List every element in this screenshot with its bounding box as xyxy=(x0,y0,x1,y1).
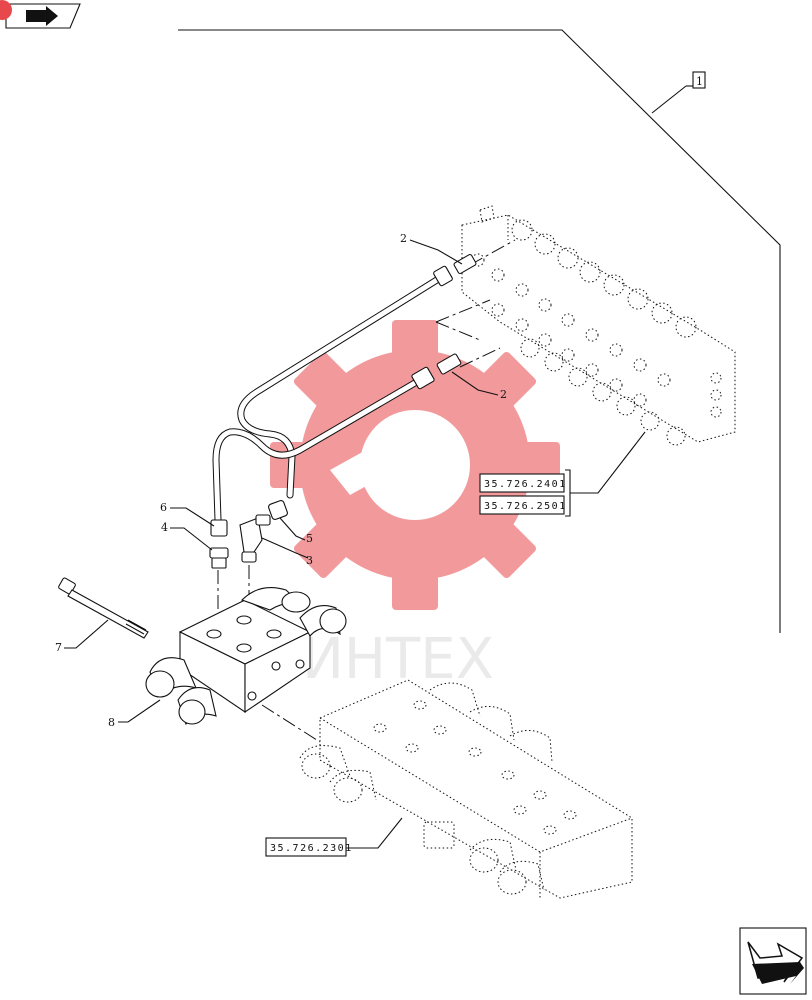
centerline-upper xyxy=(469,239,516,266)
valve-spool-caps xyxy=(511,219,697,338)
next-page-arrow-icon[interactable] xyxy=(739,927,807,995)
reference-code-2301[interactable]: 35.726.2301 xyxy=(270,843,353,854)
callout-8: 8 xyxy=(108,716,115,729)
callout-4: 4 xyxy=(161,521,168,534)
gear-wrench-icon xyxy=(270,320,560,610)
reference-box-2401[interactable]: 35.726.2401 xyxy=(479,473,567,493)
callout-2-lower: 2 xyxy=(500,388,507,401)
callout-7: 7 xyxy=(55,641,62,654)
book-arrow-icon[interactable] xyxy=(0,0,81,29)
watermark-text: ИНТЕХ xyxy=(302,627,494,692)
nut-6 xyxy=(210,519,228,537)
lower-spool-caps xyxy=(520,338,686,446)
centerline-connector xyxy=(435,299,491,341)
callout-3: 3 xyxy=(306,554,313,567)
centerline-lower xyxy=(459,347,501,368)
callout-2-upper: 2 xyxy=(400,232,407,245)
reference-group-upper[interactable]: 35.726.2401 35.726.2501 xyxy=(479,431,646,517)
callout-leaders xyxy=(64,239,499,723)
reference-box-2301[interactable]: 35.726.2301 xyxy=(265,837,353,857)
nut-5 xyxy=(268,500,288,520)
reference-code-2501[interactable]: 35.726.2501 xyxy=(484,501,567,512)
callout-6: 6 xyxy=(160,501,167,514)
hydraulic-tube-short xyxy=(212,376,424,524)
reference-box-2501[interactable]: 35.726.2501 xyxy=(479,495,567,515)
assembly-label-box xyxy=(692,71,706,89)
watermark-logo: ИНТЕХ xyxy=(270,320,560,692)
centerline-block xyxy=(261,704,321,743)
hydraulic-tube-long xyxy=(237,274,444,499)
reference-group-lower[interactable]: 35.726.2301 xyxy=(265,817,403,857)
adapter-4 xyxy=(209,547,229,569)
upper-valve-bank xyxy=(461,205,736,446)
fitting-nut-upper xyxy=(433,253,477,287)
valve-block-8 xyxy=(145,587,347,726)
elbow-fitting xyxy=(239,514,271,563)
reference-code-2401[interactable]: 35.726.2401 xyxy=(484,479,567,490)
callout-5: 5 xyxy=(306,532,313,545)
fitting-nut-lower xyxy=(411,353,462,390)
assembly-label: 1 xyxy=(696,75,703,88)
lower-valve-bank xyxy=(299,679,633,899)
bolt-7 xyxy=(58,577,149,639)
assembly-leader: 1 xyxy=(178,29,781,633)
valve-ports xyxy=(471,253,671,407)
